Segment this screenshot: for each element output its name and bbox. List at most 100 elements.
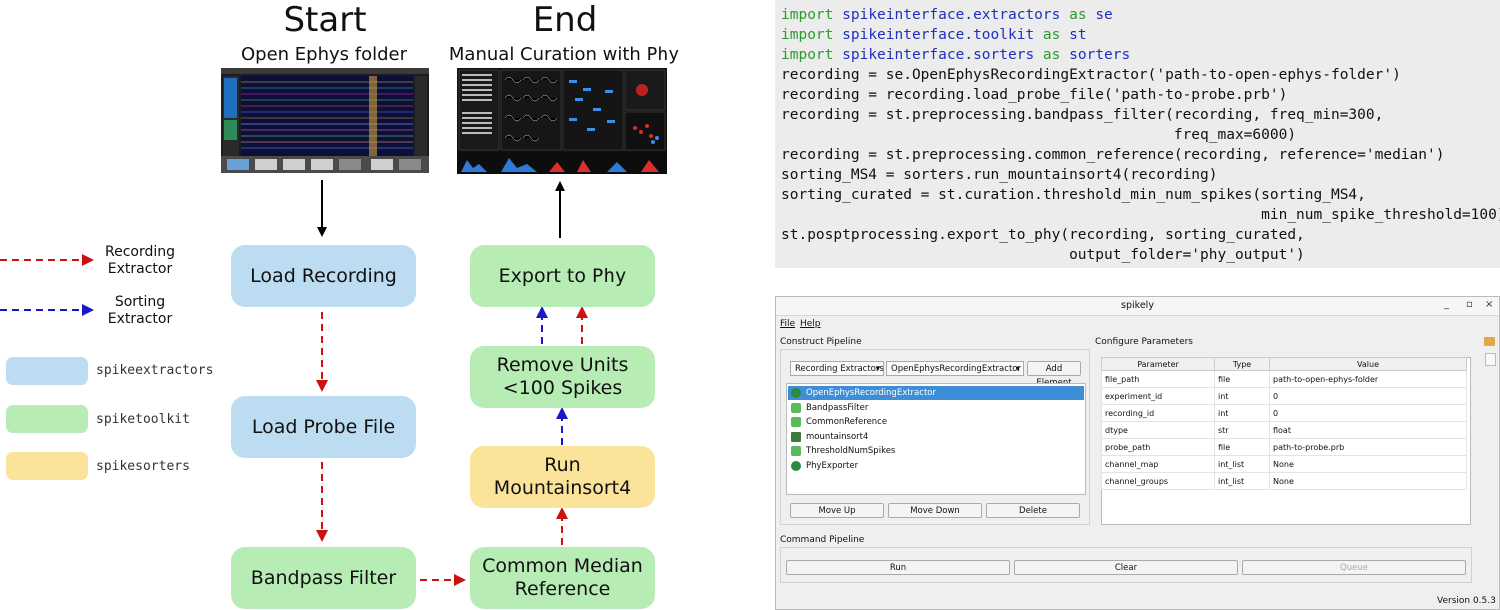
run-button[interactable]: Run (786, 560, 1010, 575)
list-item-label: ThresholdNumSpikes (806, 446, 896, 456)
folder-icon[interactable] (1484, 337, 1495, 346)
list-item[interactable]: ThresholdNumSpikes (788, 444, 1084, 458)
list-item[interactable]: CommonReference (788, 415, 1084, 429)
param-value[interactable]: path-to-probe.prb (1269, 438, 1467, 456)
chevron-down-icon: ▾ (1015, 364, 1020, 374)
open-ephys-screenshot-graphic (221, 68, 429, 173)
list-item-label: CommonReference (806, 417, 888, 427)
maximize-button[interactable]: ▫ (1466, 299, 1473, 310)
kw-as-2: as (1042, 27, 1061, 43)
param-type: file (1214, 438, 1270, 456)
param-type: int (1214, 404, 1270, 422)
cmr-line1: Common Median (482, 555, 643, 577)
command-pipeline-group (780, 547, 1472, 583)
header-parameter: Parameter (1101, 357, 1215, 371)
chevron-down-icon: ▾ (875, 364, 880, 374)
param-value[interactable]: 0 (1269, 387, 1467, 405)
param-value[interactable]: None (1269, 472, 1467, 490)
code-line-12: st.posptprocessing.export_to_phy(recordi… (781, 227, 1305, 243)
sorting-extractor-legend: Sorting Extractor (96, 294, 184, 328)
list-item[interactable]: OpenEphysRecordingExtractor (788, 386, 1084, 400)
module-toolkit: spikeinterface.toolkit (842, 27, 1035, 43)
square-icon (791, 432, 801, 442)
element-type-combo[interactable]: OpenEphysRecordingExtractor ▾ (886, 361, 1024, 376)
param-name: channel_groups (1101, 472, 1215, 490)
arrows-layer (0, 180, 588, 586)
code-line-13: output_folder='phy_output') (781, 247, 1305, 263)
run-line2: Mountainsort4 (493, 477, 632, 499)
header-type: Type (1214, 357, 1270, 371)
open-ephys-subtitle: Open Ephys folder (240, 44, 407, 65)
element-category-combo[interactable]: Recording Extractors ▾ (790, 361, 884, 376)
module-sorters: spikeinterface.sorters (842, 47, 1035, 63)
param-type: int (1214, 387, 1270, 405)
spikeextractors-swatch (6, 357, 88, 385)
construct-pipeline-label: Construct Pipeline (780, 337, 862, 347)
minimize-button[interactable]: _ (1444, 299, 1449, 310)
bandpass-filter-label: Bandpass Filter (250, 566, 397, 589)
module-extractors: spikeinterface.extractors (842, 7, 1061, 23)
construct-pipeline-group (780, 349, 1090, 525)
menu-help[interactable]: Help (800, 319, 821, 329)
param-type: int_list (1214, 472, 1270, 490)
window-title: spikely (776, 297, 1499, 316)
list-item-label: mountainsort4 (806, 432, 869, 442)
sorting-legend-line1: Sorting (114, 294, 166, 310)
param-type: file (1214, 370, 1270, 388)
bandpass-filter-box: Bandpass Filter (231, 547, 416, 609)
manual-curation-text: Manual Curation with (448, 44, 647, 65)
up-arrow-icon (791, 388, 801, 398)
spikeextractors-label: spikeextractors (96, 363, 214, 378)
param-name: dtype (1101, 421, 1215, 439)
table-header-row: Parameter Type Value (1101, 357, 1467, 371)
param-type: int_list (1214, 455, 1270, 473)
list-item-label: PhyExporter (806, 461, 859, 471)
run-line1: Run (544, 454, 581, 476)
param-value[interactable]: 0 (1269, 404, 1467, 422)
add-element-button[interactable]: Add Element (1027, 361, 1081, 388)
load-recording-label: Load Recording (250, 264, 397, 287)
spikesorters-label: spikesorters (96, 459, 190, 474)
document-icon[interactable] (1485, 353, 1496, 366)
menu-file[interactable]: File (780, 319, 796, 329)
spikesorters-swatch (6, 452, 88, 480)
clear-button[interactable]: Clear (1014, 560, 1238, 575)
remove-line2: <100 Spikes (502, 377, 623, 399)
param-value[interactable]: path-to-open-ephys-folder (1269, 370, 1467, 388)
manual-curation-subtitle: Manual Curation with Phy (440, 44, 688, 65)
param-type: str (1214, 421, 1270, 439)
delete-button[interactable]: Delete (986, 503, 1080, 518)
move-up-button[interactable]: Move Up (790, 503, 884, 518)
kw-as-3: as (1042, 47, 1061, 63)
alias-st: st (1069, 27, 1087, 43)
phy-text: Phy (646, 44, 680, 65)
pipeline-element-list[interactable]: OpenEphysRecordingExtractor BandpassFilt… (786, 383, 1086, 495)
kw-import-3: import (781, 47, 834, 63)
close-button[interactable]: × (1485, 299, 1494, 310)
code-line-7: freq_max=6000) (781, 127, 1297, 143)
list-item[interactable]: mountainsort4 (788, 430, 1084, 444)
param-name: recording_id (1101, 404, 1215, 422)
queue-button[interactable]: Queue (1242, 560, 1466, 575)
code-line-6: recording = st.preprocessing.bandpass_fi… (781, 107, 1384, 123)
list-item[interactable]: BandpassFilter (788, 401, 1084, 415)
code-line-10: sorting_curated = st.curation.threshold_… (781, 187, 1366, 203)
start-header: Start (283, 0, 367, 40)
code-line-4: recording = se.OpenEphysRecordingExtract… (781, 67, 1401, 83)
param-value[interactable]: None (1269, 455, 1467, 473)
export-text: Export to (498, 264, 593, 287)
list-item[interactable]: PhyExporter (788, 459, 1084, 473)
move-down-button[interactable]: Move Down (888, 503, 982, 518)
param-value[interactable]: float (1269, 421, 1467, 439)
code-line-11: min_num_spike_threshold=100) (781, 207, 1500, 223)
recording-legend-line2: Extractor (107, 261, 173, 277)
load-probe-label: Load Probe File (251, 415, 396, 438)
